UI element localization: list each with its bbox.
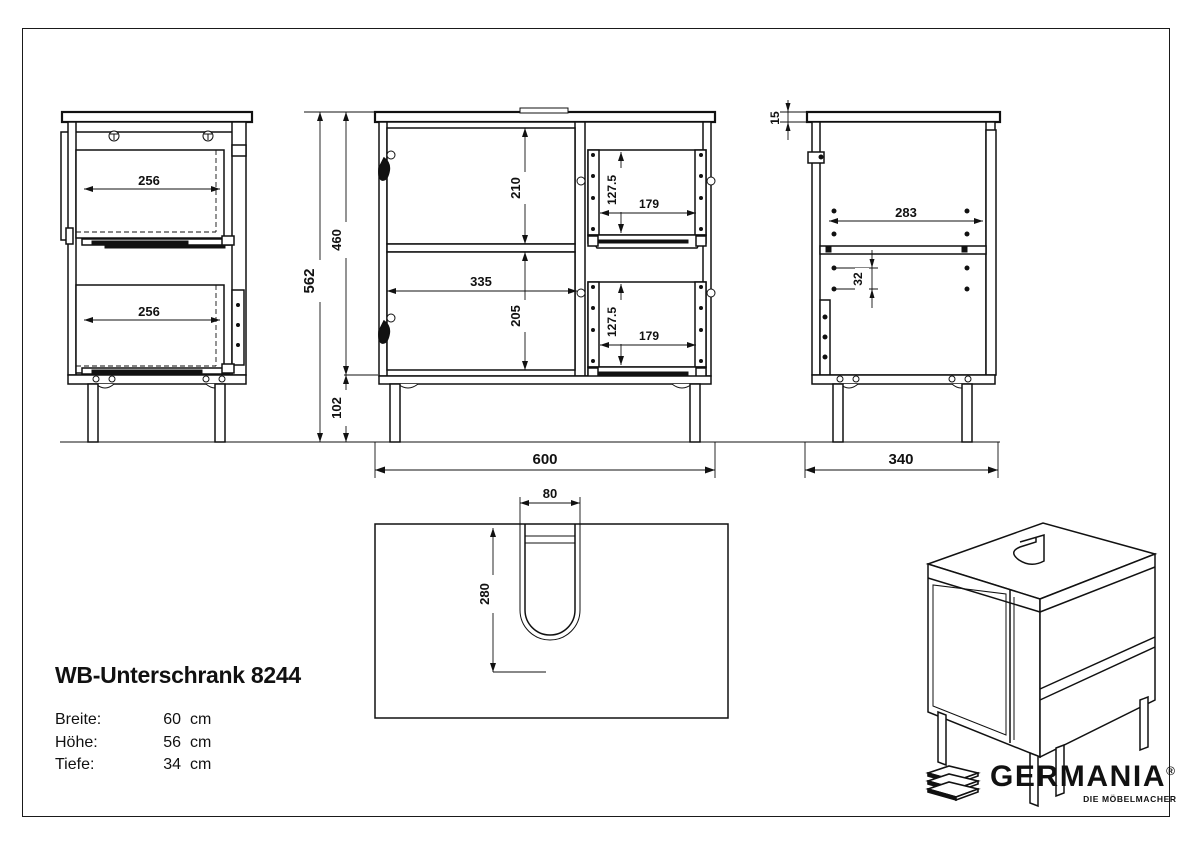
dim-text: 32: [851, 272, 865, 286]
dim-text: 127.5: [605, 307, 619, 337]
spec-value: 34: [163, 756, 181, 774]
dim-text: 460: [329, 229, 344, 251]
dim-text: 340: [888, 451, 913, 468]
spec-row-breite: Breite: 60 cm: [55, 709, 375, 732]
dimension-179-upper: 179: [600, 197, 696, 216]
dimension-280: 280: [477, 528, 546, 673]
dimension-335: 335: [387, 274, 577, 294]
view-top: 80 280: [374, 486, 729, 719]
brand-name: GERMANIA®: [990, 762, 1177, 792]
view-front: 210 335 205: [373, 107, 717, 478]
spec-value: 60: [163, 711, 181, 728]
dimension-205: 205: [508, 252, 528, 370]
dimension-179-lower: 179: [600, 329, 696, 348]
brand-text: GERMANIA: [990, 760, 1167, 793]
leg-mount: [92, 375, 116, 389]
dim-text: 562: [301, 268, 318, 293]
dim-text: 179: [639, 329, 659, 343]
hinge-icon: [378, 150, 396, 181]
dimension-127-5-upper: 127.5: [605, 152, 624, 233]
dimension-127-5-lower: 127.5: [605, 284, 624, 365]
dimension-256-lower: 256: [84, 304, 220, 323]
dim-text: 256: [138, 173, 160, 188]
dim-text: 283: [895, 205, 917, 220]
view-perspective: [925, 522, 1158, 808]
sheet-border: [22, 28, 1170, 817]
dim-text: 210: [508, 177, 523, 199]
drawer-upper: [587, 149, 716, 249]
spec-list: Breite: 60 cm Höhe: 56 cm Tiefe: 34 cm: [55, 709, 375, 777]
dimension-32: 32: [834, 250, 878, 308]
spec-row-hoehe: Höhe: 56 cm: [55, 732, 375, 755]
drawer-lower: [587, 281, 716, 381]
spec-unit: cm: [190, 733, 212, 751]
title-block: WB-Unterschrank 8244 Breite: 60 cm Höhe:…: [55, 662, 375, 777]
dim-text: 179: [639, 197, 659, 211]
dim-text: 280: [477, 583, 492, 605]
screw-icon: [108, 130, 120, 142]
dimension-80: 80: [519, 486, 581, 528]
screw-icon: [202, 130, 214, 142]
spec-unit: cm: [190, 756, 212, 774]
spec-value: 56: [163, 733, 181, 751]
dim-text: 127.5: [605, 175, 619, 205]
brand-wordmark: GERMANIA® DIE MÖBELMACHER: [990, 762, 1177, 805]
leg-mount: [836, 375, 860, 389]
page-title: WB-Unterschrank 8244: [55, 662, 301, 688]
dimension-210: 210: [508, 128, 528, 244]
brand-logo: GERMANIA® DIE MÖBELMACHER: [925, 762, 1177, 804]
hinge-icon: [378, 313, 396, 344]
dimension-600: 600: [374, 442, 716, 478]
spec-label: Höhe:: [55, 733, 98, 751]
dim-text: 335: [470, 274, 492, 289]
dim-text: 600: [532, 451, 557, 468]
dimension-340: 340: [804, 442, 999, 478]
view-side-left: 256 256: [60, 110, 1000, 443]
dim-text: 80: [543, 486, 557, 501]
leg-mount: [671, 383, 693, 389]
view-side-right: 15 283 32: [768, 100, 1002, 478]
dim-text: 15: [768, 111, 782, 125]
dim-text: 102: [329, 397, 344, 419]
brand-tagline: DIE MÖBELMACHER: [1083, 794, 1177, 804]
spec-row-tiefe: Tiefe: 34 cm: [55, 754, 375, 777]
spec-unit: cm: [190, 711, 212, 728]
leg-mount: [397, 383, 419, 389]
dim-text: 205: [508, 305, 523, 327]
stacked-boards-icon: [925, 765, 981, 802]
dim-text: 256: [138, 304, 160, 319]
vertical-dimension-group: 562 460 102: [301, 111, 378, 443]
dimension-283: 283: [829, 205, 983, 224]
spec-label: Tiefe:: [55, 756, 95, 774]
dimension-256-upper: 256: [84, 173, 220, 192]
registered-mark: ®: [1166, 764, 1177, 778]
spec-label: Breite:: [55, 711, 102, 728]
dimension-15: 15: [768, 100, 806, 140]
